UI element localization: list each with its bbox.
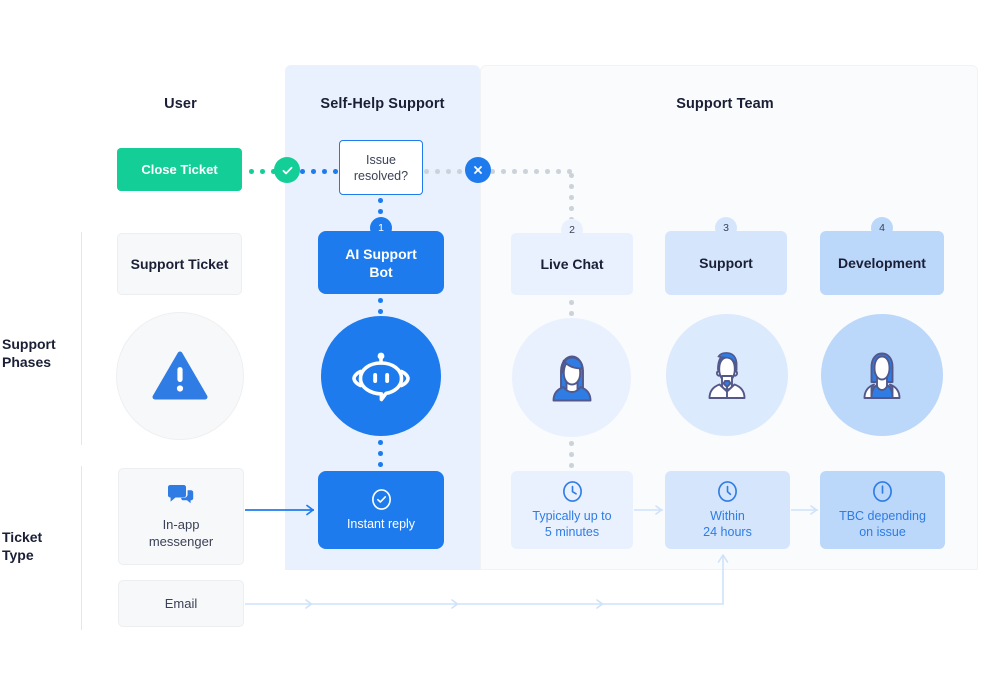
status-box-twenty-four-hours-line2: 24 hours bbox=[703, 525, 752, 539]
female-agent-icon bbox=[552, 355, 591, 401]
issue-resolved-line1: Issue bbox=[366, 152, 396, 167]
ai-support-bot-label: AI Support Bot bbox=[345, 245, 417, 281]
status-box-twenty-four-hours[interactable]: Within 24 hours bbox=[665, 471, 790, 549]
clock-icon bbox=[561, 480, 584, 503]
row-label-ticket-type: Ticket Type bbox=[2, 528, 76, 564]
issue-resolved-label: Issue resolved? bbox=[354, 152, 408, 184]
status-box-twenty-four-hours-line1: Within bbox=[710, 509, 745, 523]
support-ticket-node[interactable]: Support Ticket bbox=[117, 233, 242, 295]
dotted-connector-close-to-check bbox=[249, 169, 276, 174]
ai-support-bot-line1: AI Support bbox=[345, 245, 417, 262]
ai-support-bot-line2: Bot bbox=[369, 263, 393, 280]
row-label-support-phases: Support Phases bbox=[2, 335, 76, 371]
status-badge-resolved-yes bbox=[274, 157, 300, 183]
support-agent-avatar bbox=[666, 314, 788, 436]
robot-chat-icon bbox=[352, 352, 410, 402]
status-box-five-minutes-label: Typically up to 5 minutes bbox=[532, 508, 611, 540]
bot-avatar bbox=[321, 316, 441, 436]
dotted-connector-bot-box-to-avatar bbox=[378, 298, 383, 316]
clock-icon bbox=[716, 480, 739, 503]
live-chat-node[interactable]: Live Chat bbox=[511, 233, 633, 295]
issue-resolved-line2: resolved? bbox=[353, 168, 409, 183]
dotted-connector-check-to-decision bbox=[300, 169, 341, 174]
ticket-type-email[interactable]: Email bbox=[118, 580, 244, 627]
live-chat-agent-avatar bbox=[512, 318, 631, 437]
male-agent-icon bbox=[708, 352, 746, 399]
issue-resolved-decision[interactable]: Issue resolved? bbox=[339, 140, 423, 195]
lane-title-self-help: Self-Help Support bbox=[320, 96, 445, 112]
dotted-connector-livechat-avatar-to-time bbox=[569, 441, 574, 468]
x-icon bbox=[474, 166, 482, 174]
status-box-tbc-line2: on issue bbox=[859, 525, 906, 539]
status-box-five-minutes-line1: Typically up to bbox=[532, 509, 612, 523]
status-box-twenty-four-hours-label: Within 24 hours bbox=[703, 508, 752, 540]
female-developer-icon bbox=[863, 352, 901, 399]
ticket-type-in-app-line1: In-app bbox=[162, 516, 200, 532]
development-label: Development bbox=[838, 255, 926, 271]
row-label-support-phases-line1: Support bbox=[2, 336, 56, 352]
close-ticket-button[interactable]: Close Ticket bbox=[117, 148, 242, 191]
development-node[interactable]: Development bbox=[820, 231, 944, 295]
status-box-five-minutes[interactable]: Typically up to 5 minutes bbox=[511, 471, 633, 549]
lane-title-user: User bbox=[164, 96, 197, 112]
divider-ticket-type bbox=[81, 466, 82, 630]
divider-support-phases bbox=[81, 232, 82, 445]
dotted-connector-decision-to-bot bbox=[378, 198, 383, 222]
status-badge-resolved-no bbox=[465, 157, 491, 183]
status-box-instant-reply-label: Instant reply bbox=[346, 517, 416, 531]
status-box-tbc[interactable]: TBC depending on issue bbox=[820, 471, 945, 549]
dotted-connector-x-to-livechat bbox=[490, 169, 573, 174]
row-label-support-phases-line2: Phases bbox=[2, 354, 52, 370]
support-ticket-label: Support Ticket bbox=[130, 256, 229, 272]
dotted-connector-avatar-to-instant-reply bbox=[378, 440, 383, 468]
ticket-type-in-app-line2: messenger bbox=[148, 533, 214, 549]
dotted-connector-livechat-box-to-avatar bbox=[569, 300, 574, 317]
chat-bubbles-icon bbox=[166, 484, 196, 508]
row-label-ticket-type-line2: Type bbox=[2, 547, 34, 563]
dotted-connector-decision-to-x bbox=[424, 169, 468, 174]
live-chat-label: Live Chat bbox=[540, 256, 604, 272]
dotted-connector-down-to-livechat bbox=[569, 173, 574, 219]
clock-icon bbox=[871, 480, 894, 503]
warning-triangle-icon bbox=[152, 351, 208, 400]
developer-avatar bbox=[821, 314, 943, 436]
warning-avatar bbox=[116, 312, 244, 440]
ticket-type-in-app-messenger[interactable]: In-app messenger bbox=[118, 468, 244, 565]
check-circle-icon bbox=[370, 488, 393, 511]
lane-title-support-team: Support Team bbox=[676, 96, 774, 112]
row-label-ticket-type-line1: Ticket bbox=[2, 529, 43, 545]
status-box-tbc-label: TBC depending on issue bbox=[839, 508, 926, 540]
status-box-tbc-line1: TBC depending bbox=[839, 509, 926, 523]
support-label: Support bbox=[699, 255, 753, 271]
ticket-type-email-label: Email bbox=[164, 595, 198, 611]
close-ticket-label: Close Ticket bbox=[141, 161, 218, 177]
status-box-five-minutes-line2: 5 minutes bbox=[544, 525, 600, 539]
support-node[interactable]: Support bbox=[665, 231, 787, 295]
status-box-instant-reply[interactable]: Instant reply bbox=[318, 471, 444, 549]
check-icon bbox=[282, 166, 292, 174]
ai-support-bot-node[interactable]: AI Support Bot bbox=[318, 231, 444, 294]
ticket-type-in-app-messenger-label: In-app messenger bbox=[149, 516, 213, 550]
